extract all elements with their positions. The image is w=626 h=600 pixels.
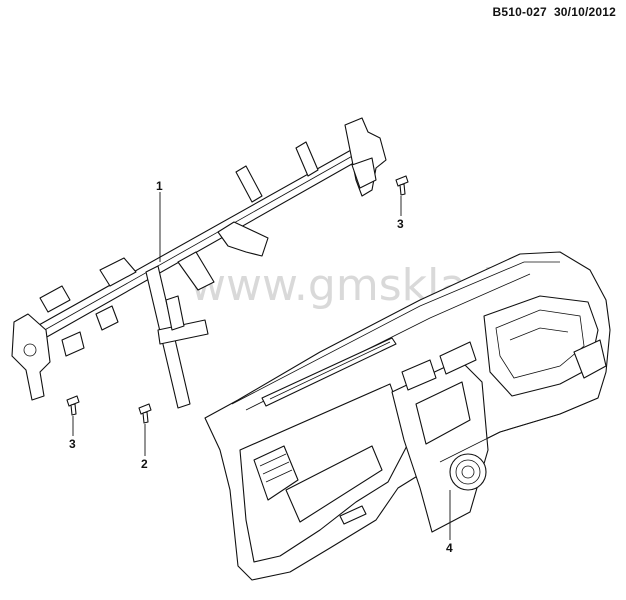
drawing-reference: B510-027 30/10/2012 [493,5,616,19]
instrument-panel[interactable] [204,251,611,581]
bolt-part-3-right[interactable] [395,175,409,196]
callout-3-left: 3 [69,437,76,451]
callout-2: 2 [141,457,148,471]
drawing-code: B510-027 [492,5,547,19]
callout-3-right: 3 [397,217,404,231]
bolt-part-3-left[interactable] [66,395,80,416]
bolt-part-2[interactable] [138,403,152,424]
callout-1: 1 [156,179,163,193]
cross-car-beam[interactable] [11,117,387,409]
callout-4: 4 [446,541,453,555]
drawing-date: 30/10/2012 [553,5,616,19]
